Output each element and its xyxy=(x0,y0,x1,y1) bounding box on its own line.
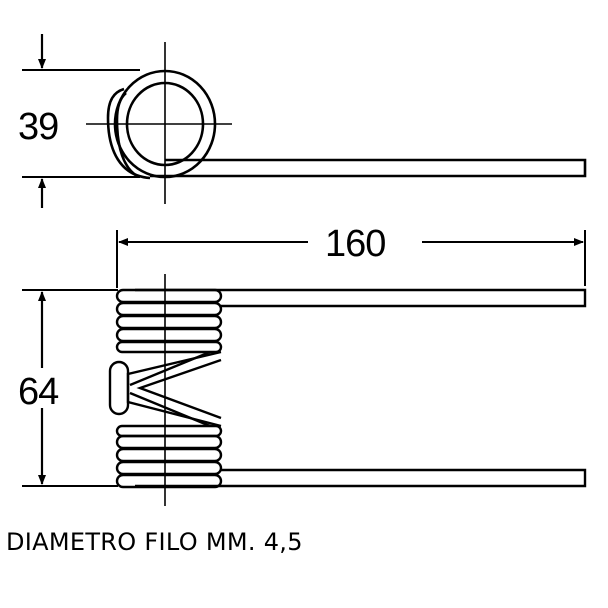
front-view xyxy=(22,274,587,506)
mounting-eye xyxy=(108,360,130,416)
top-view xyxy=(22,34,587,208)
dimension-39-label: 39 xyxy=(18,106,58,148)
dimension-160-label: 160 xyxy=(325,223,385,265)
dimension-64-label: 64 xyxy=(18,371,59,413)
tine-top-view xyxy=(150,158,587,178)
upper-tine xyxy=(135,288,587,308)
upper-coil xyxy=(115,288,223,354)
length-dimension xyxy=(116,230,586,288)
lower-coil xyxy=(115,424,223,489)
lower-tine xyxy=(135,468,587,488)
wire-diameter-caption: DIAMETRO FILO MM. 4,5 xyxy=(6,528,303,556)
